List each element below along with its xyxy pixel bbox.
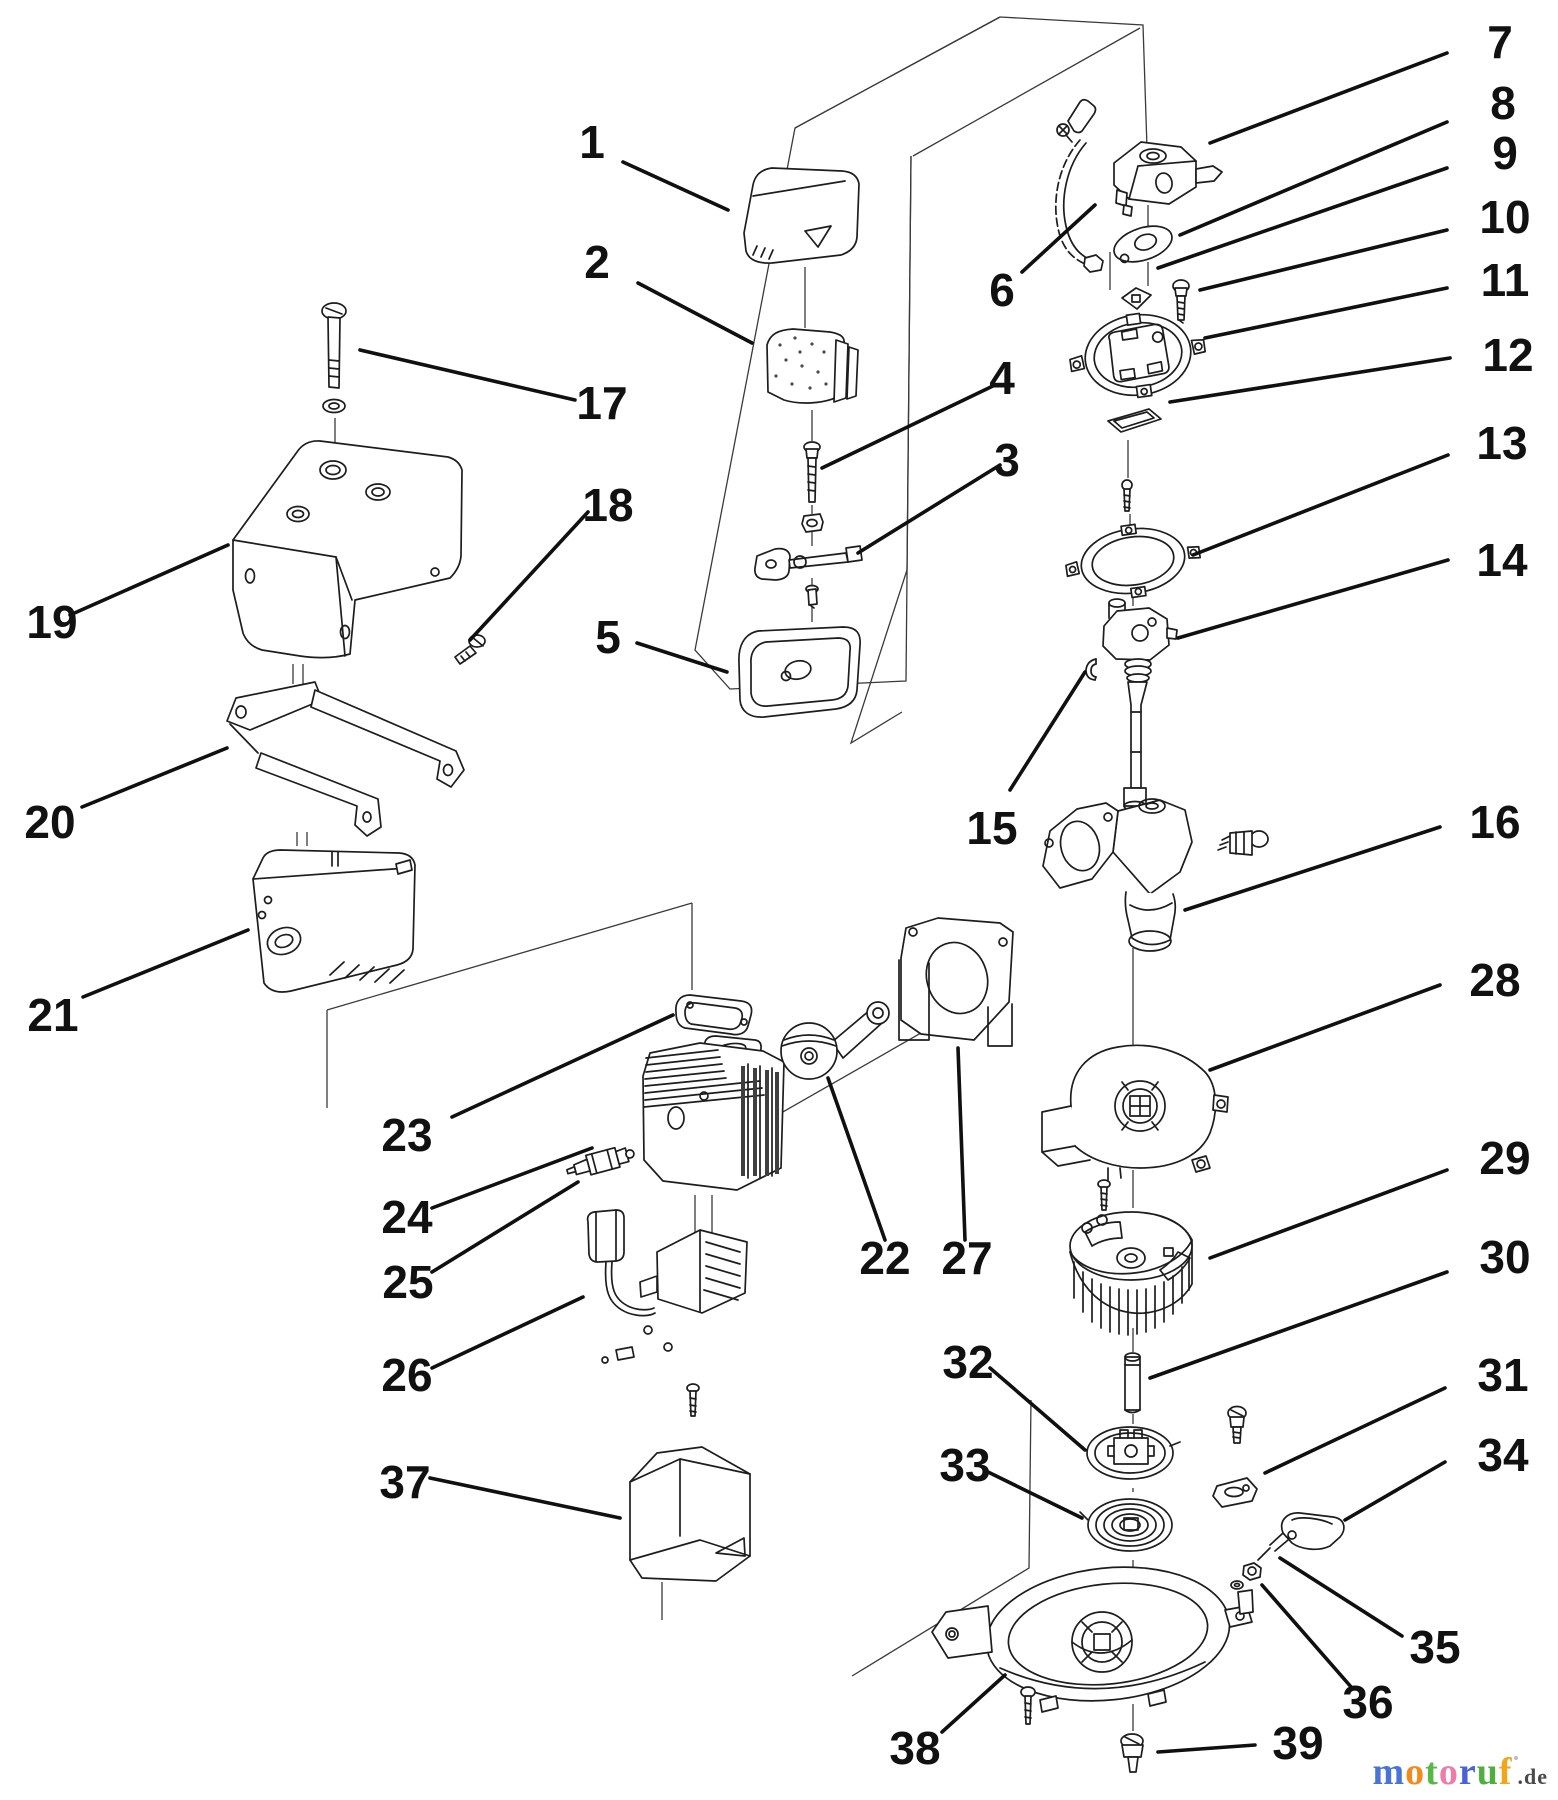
part-label-4: 4 <box>989 352 1015 404</box>
part-28-fan-housing <box>1041 1044 1229 1181</box>
part-3-pilot-screw <box>805 584 819 609</box>
part-4-nut <box>801 513 824 533</box>
part-label-17: 17 <box>576 377 627 429</box>
part-label-36: 36 <box>1342 1676 1393 1728</box>
part-label-20: 20 <box>24 796 75 848</box>
part-label-31: 31 <box>1477 1349 1528 1401</box>
part-label-1: 1 <box>579 116 605 168</box>
part-label-33: 33 <box>939 1439 990 1491</box>
part-7-carburetor-assembly <box>1113 141 1223 217</box>
logo-trademark-dot <box>1513 1756 1518 1760</box>
part-30-drive-pin <box>1124 1352 1141 1414</box>
part-label-21: 21 <box>27 989 78 1041</box>
part-38-starter-housing <box>931 1566 1254 1725</box>
part-label-5: 5 <box>595 611 621 663</box>
part-17-bolt <box>321 302 347 414</box>
part-10-screw <box>1172 279 1190 324</box>
part-23-cylinder-gasket <box>675 994 753 1036</box>
part-3-choke-lever <box>754 545 863 581</box>
part-label-18: 18 <box>582 479 633 531</box>
part-label-28: 28 <box>1469 954 1520 1006</box>
logo-suffix: .de <box>1517 1764 1548 1789</box>
part-13-gasket-ring <box>1065 523 1202 599</box>
part-19-engine-shroud <box>232 440 463 659</box>
part-25-cylinder <box>642 1035 785 1191</box>
part-37-coil-cover <box>629 1446 751 1582</box>
motoruf-logo-word: motoruf <box>1373 1751 1513 1793</box>
part-27-fan-plate-gasket <box>898 917 1014 1047</box>
part-16-intake-manifold <box>1042 798 1193 952</box>
part-12-diaphragm-plate <box>1107 408 1162 512</box>
part-label-23: 23 <box>381 1109 432 1161</box>
part-label-9: 9 <box>1492 127 1518 179</box>
part-label-22: 22 <box>859 1232 910 1284</box>
part-8-carburetor-gasket <box>1113 225 1173 264</box>
part-14-throttle-body-shaft <box>1102 598 1178 812</box>
part-34-starter-handle <box>1257 1512 1345 1561</box>
part-label-16: 16 <box>1469 796 1520 848</box>
part-22-piston-and-rod <box>780 1001 890 1080</box>
part-label-29: 29 <box>1479 1132 1530 1184</box>
part-1-air-cleaner-cover <box>743 167 860 264</box>
logo-letter-1: o <box>1405 1751 1426 1793</box>
part-32-starter-pulley <box>1086 1426 1181 1480</box>
part-4-screw <box>803 441 821 503</box>
part-label-12: 12 <box>1482 329 1533 381</box>
part-21-muffler <box>252 849 416 993</box>
part-label-39: 39 <box>1272 1717 1323 1769</box>
part-20-mounting-bracket <box>226 681 465 837</box>
part-label-13: 13 <box>1476 417 1527 469</box>
part-label-25: 25 <box>382 1256 433 1308</box>
part-2-air-filter-element <box>766 328 859 404</box>
part-label-35: 35 <box>1409 1621 1460 1673</box>
part-label-19: 19 <box>26 596 77 648</box>
logo-letter-2: t <box>1425 1751 1439 1793</box>
logo-letter-6: f <box>1498 1751 1513 1793</box>
motoruf-logo[interactable]: motoruf.de <box>1373 1750 1548 1794</box>
part-11-carburetor-body <box>1069 312 1207 399</box>
part-16-bolt <box>1217 830 1269 856</box>
part-9-plate <box>1121 287 1152 310</box>
part-5-air-cleaner-base <box>738 626 861 718</box>
part-15-clip <box>1085 658 1097 681</box>
part-label-11: 11 <box>1481 254 1530 306</box>
part-label-30: 30 <box>1479 1231 1530 1283</box>
part-28-screw <box>1097 1179 1111 1211</box>
part-24-spark-plug <box>566 1146 635 1176</box>
part-label-32: 32 <box>942 1336 993 1388</box>
part-26-ignition-coil <box>586 1209 748 1417</box>
part-label-8: 8 <box>1490 77 1516 129</box>
part-33-recoil-spring <box>1079 1498 1173 1552</box>
part-label-3: 3 <box>994 434 1020 486</box>
part-label-7: 7 <box>1487 16 1513 68</box>
logo-letter-0: m <box>1372 1751 1406 1793</box>
part-39-screw <box>1120 1733 1144 1773</box>
part-label-10: 10 <box>1479 191 1530 243</box>
logo-letter-5: u <box>1476 1751 1499 1793</box>
leader-lines <box>68 51 1452 1754</box>
part-label-37: 37 <box>379 1456 430 1508</box>
part-label-38: 38 <box>889 1722 940 1774</box>
part-label-34: 34 <box>1477 1429 1529 1481</box>
part-label-24: 24 <box>381 1191 433 1243</box>
part-label-14: 14 <box>1476 534 1528 586</box>
part-label-27: 27 <box>941 1232 992 1284</box>
part-label-15: 15 <box>966 802 1017 854</box>
part-35-36-nut-washer <box>1230 1562 1262 1590</box>
part-29-flywheel-rotor <box>1069 1211 1193 1336</box>
logo-letter-3: o <box>1438 1751 1459 1793</box>
part-label-26: 26 <box>381 1349 432 1401</box>
part-31-bolt-retainer <box>1212 1405 1258 1508</box>
part-label-2: 2 <box>584 236 610 288</box>
part-6-ground-wire <box>1055 98 1104 273</box>
part-label-6: 6 <box>989 264 1015 316</box>
panel-boundary-lines <box>326 16 1148 1677</box>
logo-letter-4: r <box>1458 1751 1477 1793</box>
